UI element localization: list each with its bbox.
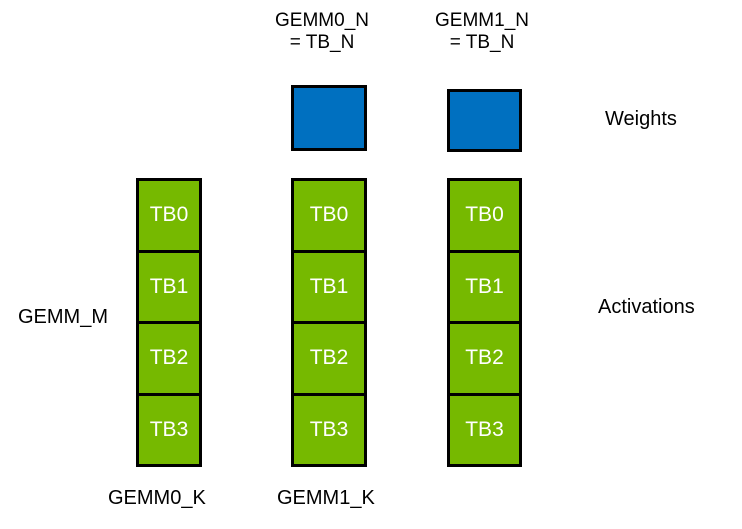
tb-block-label: TB0 <box>149 203 189 227</box>
tb-block: TB2 <box>139 324 199 396</box>
tb-block-label: TB2 <box>149 346 189 370</box>
tb-block: TB1 <box>294 252 364 324</box>
tb-block-label: TB1 <box>465 274 504 298</box>
activations-column-1: TB0 TB1 TB2 TB3 <box>136 178 202 467</box>
tb-block-label: TB3 <box>149 417 189 441</box>
gemm1-n-line2: = TB_N <box>449 32 515 53</box>
tb-block: TB0 <box>139 181 199 253</box>
activations-column-3: TB0 TB1 TB2 TB3 <box>447 178 522 467</box>
gemm0-k-label: GEMM0_K <box>108 487 206 509</box>
tb-block-label: TB2 <box>309 346 349 370</box>
activations-label: Activations <box>598 296 695 318</box>
tb-block: TB0 <box>450 181 519 253</box>
weights-square-gemm0 <box>291 85 367 151</box>
tb-block-label: TB3 <box>465 417 504 441</box>
tb-block: TB3 <box>450 395 519 464</box>
activations-column-2: TB0 TB1 TB2 TB3 <box>291 178 367 467</box>
tb-block: TB2 <box>450 324 519 396</box>
tb-block: TB2 <box>294 324 364 396</box>
tb-block: TB1 <box>450 252 519 324</box>
gemm-m-label: GEMM_M <box>18 306 108 328</box>
tb-block-label: TB1 <box>149 274 189 298</box>
tb-block-label: TB2 <box>465 346 504 370</box>
gemm1-n-label: GEMM1_N = TB_N <box>402 10 562 54</box>
tb-block-label: TB0 <box>309 203 349 227</box>
gemm1-k-label: GEMM1_K <box>277 487 375 509</box>
tb-block-label: TB1 <box>309 274 349 298</box>
tb-block: TB0 <box>294 181 364 253</box>
tb-block-label: TB3 <box>309 417 349 441</box>
tb-block: TB1 <box>139 252 199 324</box>
tb-block: TB3 <box>294 395 364 464</box>
tb-block-label: TB0 <box>465 203 504 227</box>
gemm0-n-label: GEMM0_N = TB_N <box>242 10 402 54</box>
weights-label: Weights <box>605 108 677 130</box>
gemm0-n-line2: = TB_N <box>289 32 355 53</box>
tb-block: TB3 <box>139 395 199 464</box>
gemm1-n-line1: GEMM1_N <box>435 10 529 31</box>
gemm0-n-line1: GEMM0_N <box>275 10 369 31</box>
weights-square-gemm1 <box>447 89 522 152</box>
